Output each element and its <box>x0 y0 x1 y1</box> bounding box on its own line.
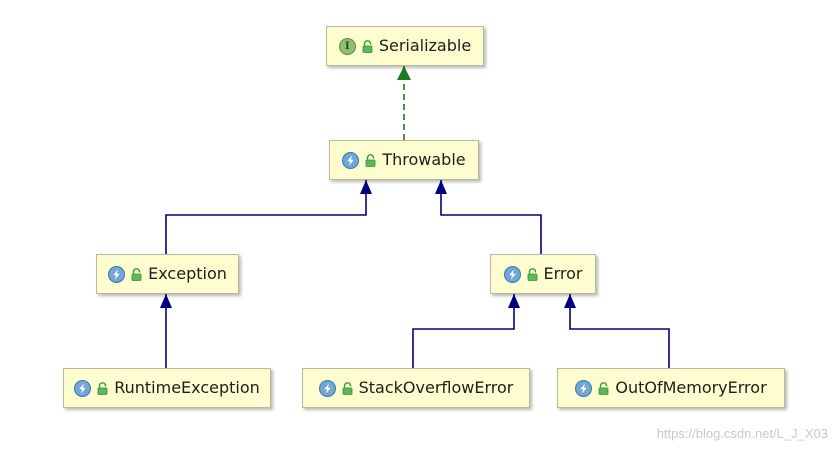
public-lock-icon <box>342 381 353 395</box>
class-icon <box>342 151 360 169</box>
node-runtimeexception[interactable]: RuntimeException <box>63 368 271 408</box>
edge-runtimeexception-to-exception <box>160 294 172 368</box>
edge-line <box>412 294 515 368</box>
class-icon <box>318 379 336 397</box>
edge-throwable-to-serializable <box>397 66 411 140</box>
class-icon <box>108 265 126 283</box>
node-error[interactable]: Error <box>490 254 596 294</box>
node-throwable[interactable]: Throwable <box>329 140 479 180</box>
edge-line <box>165 180 367 254</box>
interface-icon: I <box>338 37 356 55</box>
node-label: Exception <box>148 264 227 283</box>
node-serializable[interactable]: I Serializable <box>326 26 484 66</box>
public-lock-icon <box>362 39 373 53</box>
node-label: StackOverflowError <box>358 378 514 397</box>
public-lock-icon <box>527 267 538 281</box>
node-label: Error <box>543 264 583 283</box>
edge-arrowhead <box>397 66 411 80</box>
edge-arrowhead <box>160 294 172 308</box>
edge-line <box>569 294 670 368</box>
node-label: Throwable <box>382 150 466 169</box>
public-lock-icon <box>598 381 609 395</box>
node-stackoverflowerror[interactable]: StackOverflowError <box>302 368 530 408</box>
node-outofmemoryerror[interactable]: OutOfMemoryError <box>557 368 785 408</box>
public-lock-icon <box>131 267 142 281</box>
edge-arrowhead <box>435 180 447 194</box>
public-lock-icon <box>365 153 376 167</box>
edge-arrowhead <box>564 294 576 308</box>
class-icon <box>74 379 92 397</box>
public-lock-icon <box>97 381 108 395</box>
class-icon <box>503 265 521 283</box>
edge-stackoverflowerror-to-error <box>412 294 520 368</box>
edge-arrowhead <box>360 180 372 194</box>
edge-error-to-throwable <box>435 180 542 254</box>
class-icon <box>575 379 593 397</box>
edge-line <box>440 180 542 254</box>
node-label: Serializable <box>378 36 472 55</box>
node-label: RuntimeException <box>114 378 260 397</box>
edge-outofmemoryerror-to-error <box>564 294 670 368</box>
node-exception[interactable]: Exception <box>96 254 239 294</box>
node-label: OutOfMemoryError <box>615 378 767 397</box>
edge-exception-to-throwable <box>165 180 372 254</box>
watermark-text: https://blog.csdn.net/L_J_X03 <box>656 426 828 441</box>
edge-arrowhead <box>508 294 520 308</box>
